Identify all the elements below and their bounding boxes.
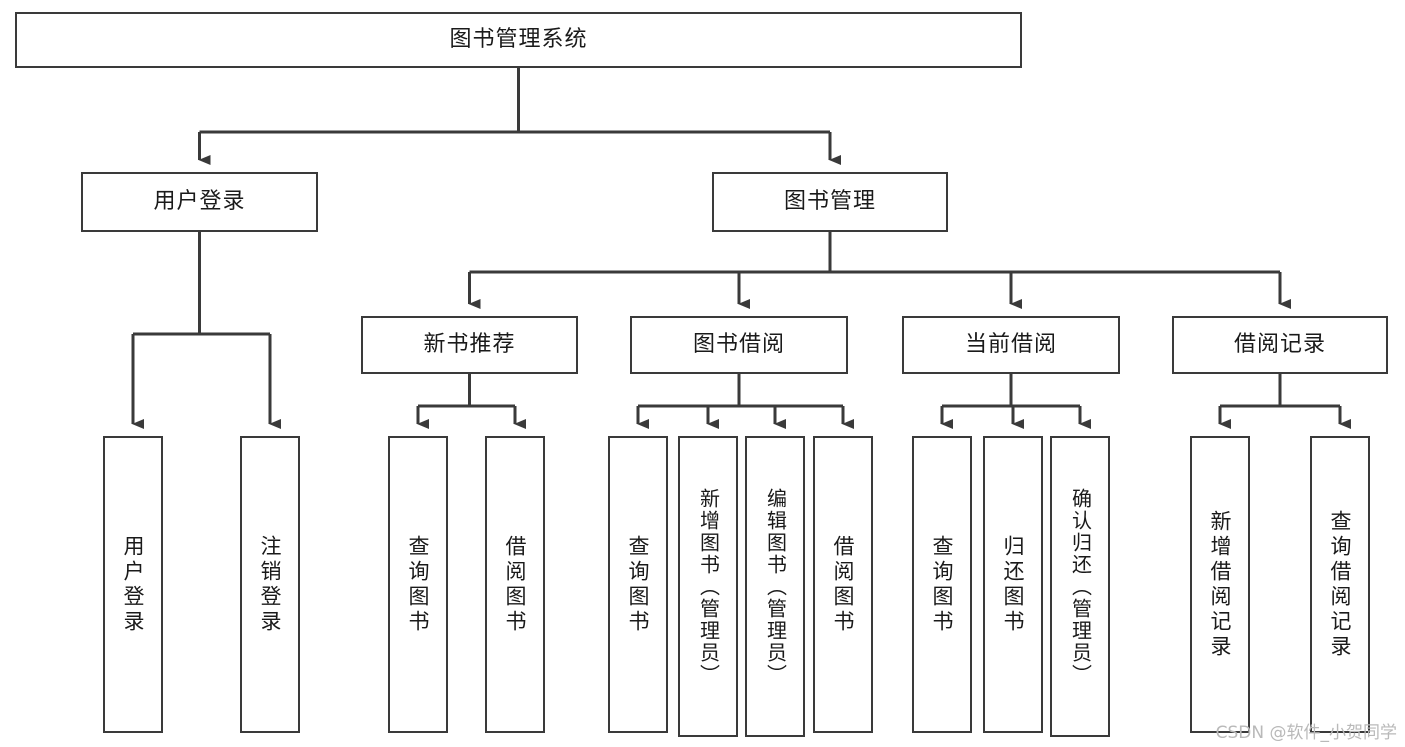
node-label: 借阅图书 xyxy=(503,534,528,635)
node-label: 借阅记录 xyxy=(1233,331,1326,357)
root-node-0[interactable]: 图书管理系统 xyxy=(15,12,1022,68)
leaf-node-7[interactable]: 借阅图书 xyxy=(813,436,873,733)
leaf-node-0[interactable]: 用户登录 xyxy=(103,436,163,733)
level3-node-1[interactable]: 图书借阅 xyxy=(630,316,848,374)
leaf-node-3[interactable]: 借阅图书 xyxy=(485,436,545,733)
node-label: 借阅图书 xyxy=(831,534,856,635)
leaf-node-11[interactable]: 新增借阅记录 xyxy=(1190,436,1250,733)
leaf-node-6[interactable]: 编辑图书（管理员） xyxy=(745,436,805,737)
node-label: 归还图书 xyxy=(1001,534,1026,635)
level3-node-0[interactable]: 新书推荐 xyxy=(361,316,578,374)
leaf-node-2[interactable]: 查询图书 xyxy=(388,436,448,733)
node-label: 新增借阅记录 xyxy=(1208,509,1233,660)
node-label: 图书管理 xyxy=(783,188,876,214)
leaf-node-12[interactable]: 查询借阅记录 xyxy=(1310,436,1370,733)
leaf-node-5[interactable]: 新增图书（管理员） xyxy=(678,436,738,737)
node-label: 新增图书（管理员） xyxy=(696,487,721,686)
level3-node-2[interactable]: 当前借阅 xyxy=(902,316,1120,374)
node-label: 查询图书 xyxy=(930,534,955,635)
node-label: 新书推荐 xyxy=(423,331,516,357)
leaf-node-8[interactable]: 查询图书 xyxy=(912,436,972,733)
level2-node-0[interactable]: 用户登录 xyxy=(81,172,318,232)
node-label: 注销登录 xyxy=(258,534,283,635)
node-label: 查询借阅记录 xyxy=(1328,509,1353,660)
level3-node-3[interactable]: 借阅记录 xyxy=(1172,316,1388,374)
node-label: 查询图书 xyxy=(406,534,431,635)
node-label: 用户登录 xyxy=(121,534,146,635)
node-label: 编辑图书（管理员） xyxy=(763,487,788,686)
leaf-node-9[interactable]: 归还图书 xyxy=(983,436,1043,733)
leaf-node-1[interactable]: 注销登录 xyxy=(240,436,300,733)
leaf-node-4[interactable]: 查询图书 xyxy=(608,436,668,733)
node-label: 确认归还（管理员） xyxy=(1068,487,1093,686)
level2-node-1[interactable]: 图书管理 xyxy=(712,172,948,232)
leaf-node-10[interactable]: 确认归还（管理员） xyxy=(1050,436,1110,737)
node-label: 用户登录 xyxy=(153,188,246,214)
node-label: 当前借阅 xyxy=(964,331,1057,357)
node-label: 查询图书 xyxy=(626,534,651,635)
node-label: 图书管理系统 xyxy=(449,26,588,52)
node-label: 图书借阅 xyxy=(692,331,785,357)
watermark-label: CSDN @软件_小贺同学 xyxy=(1215,723,1397,743)
